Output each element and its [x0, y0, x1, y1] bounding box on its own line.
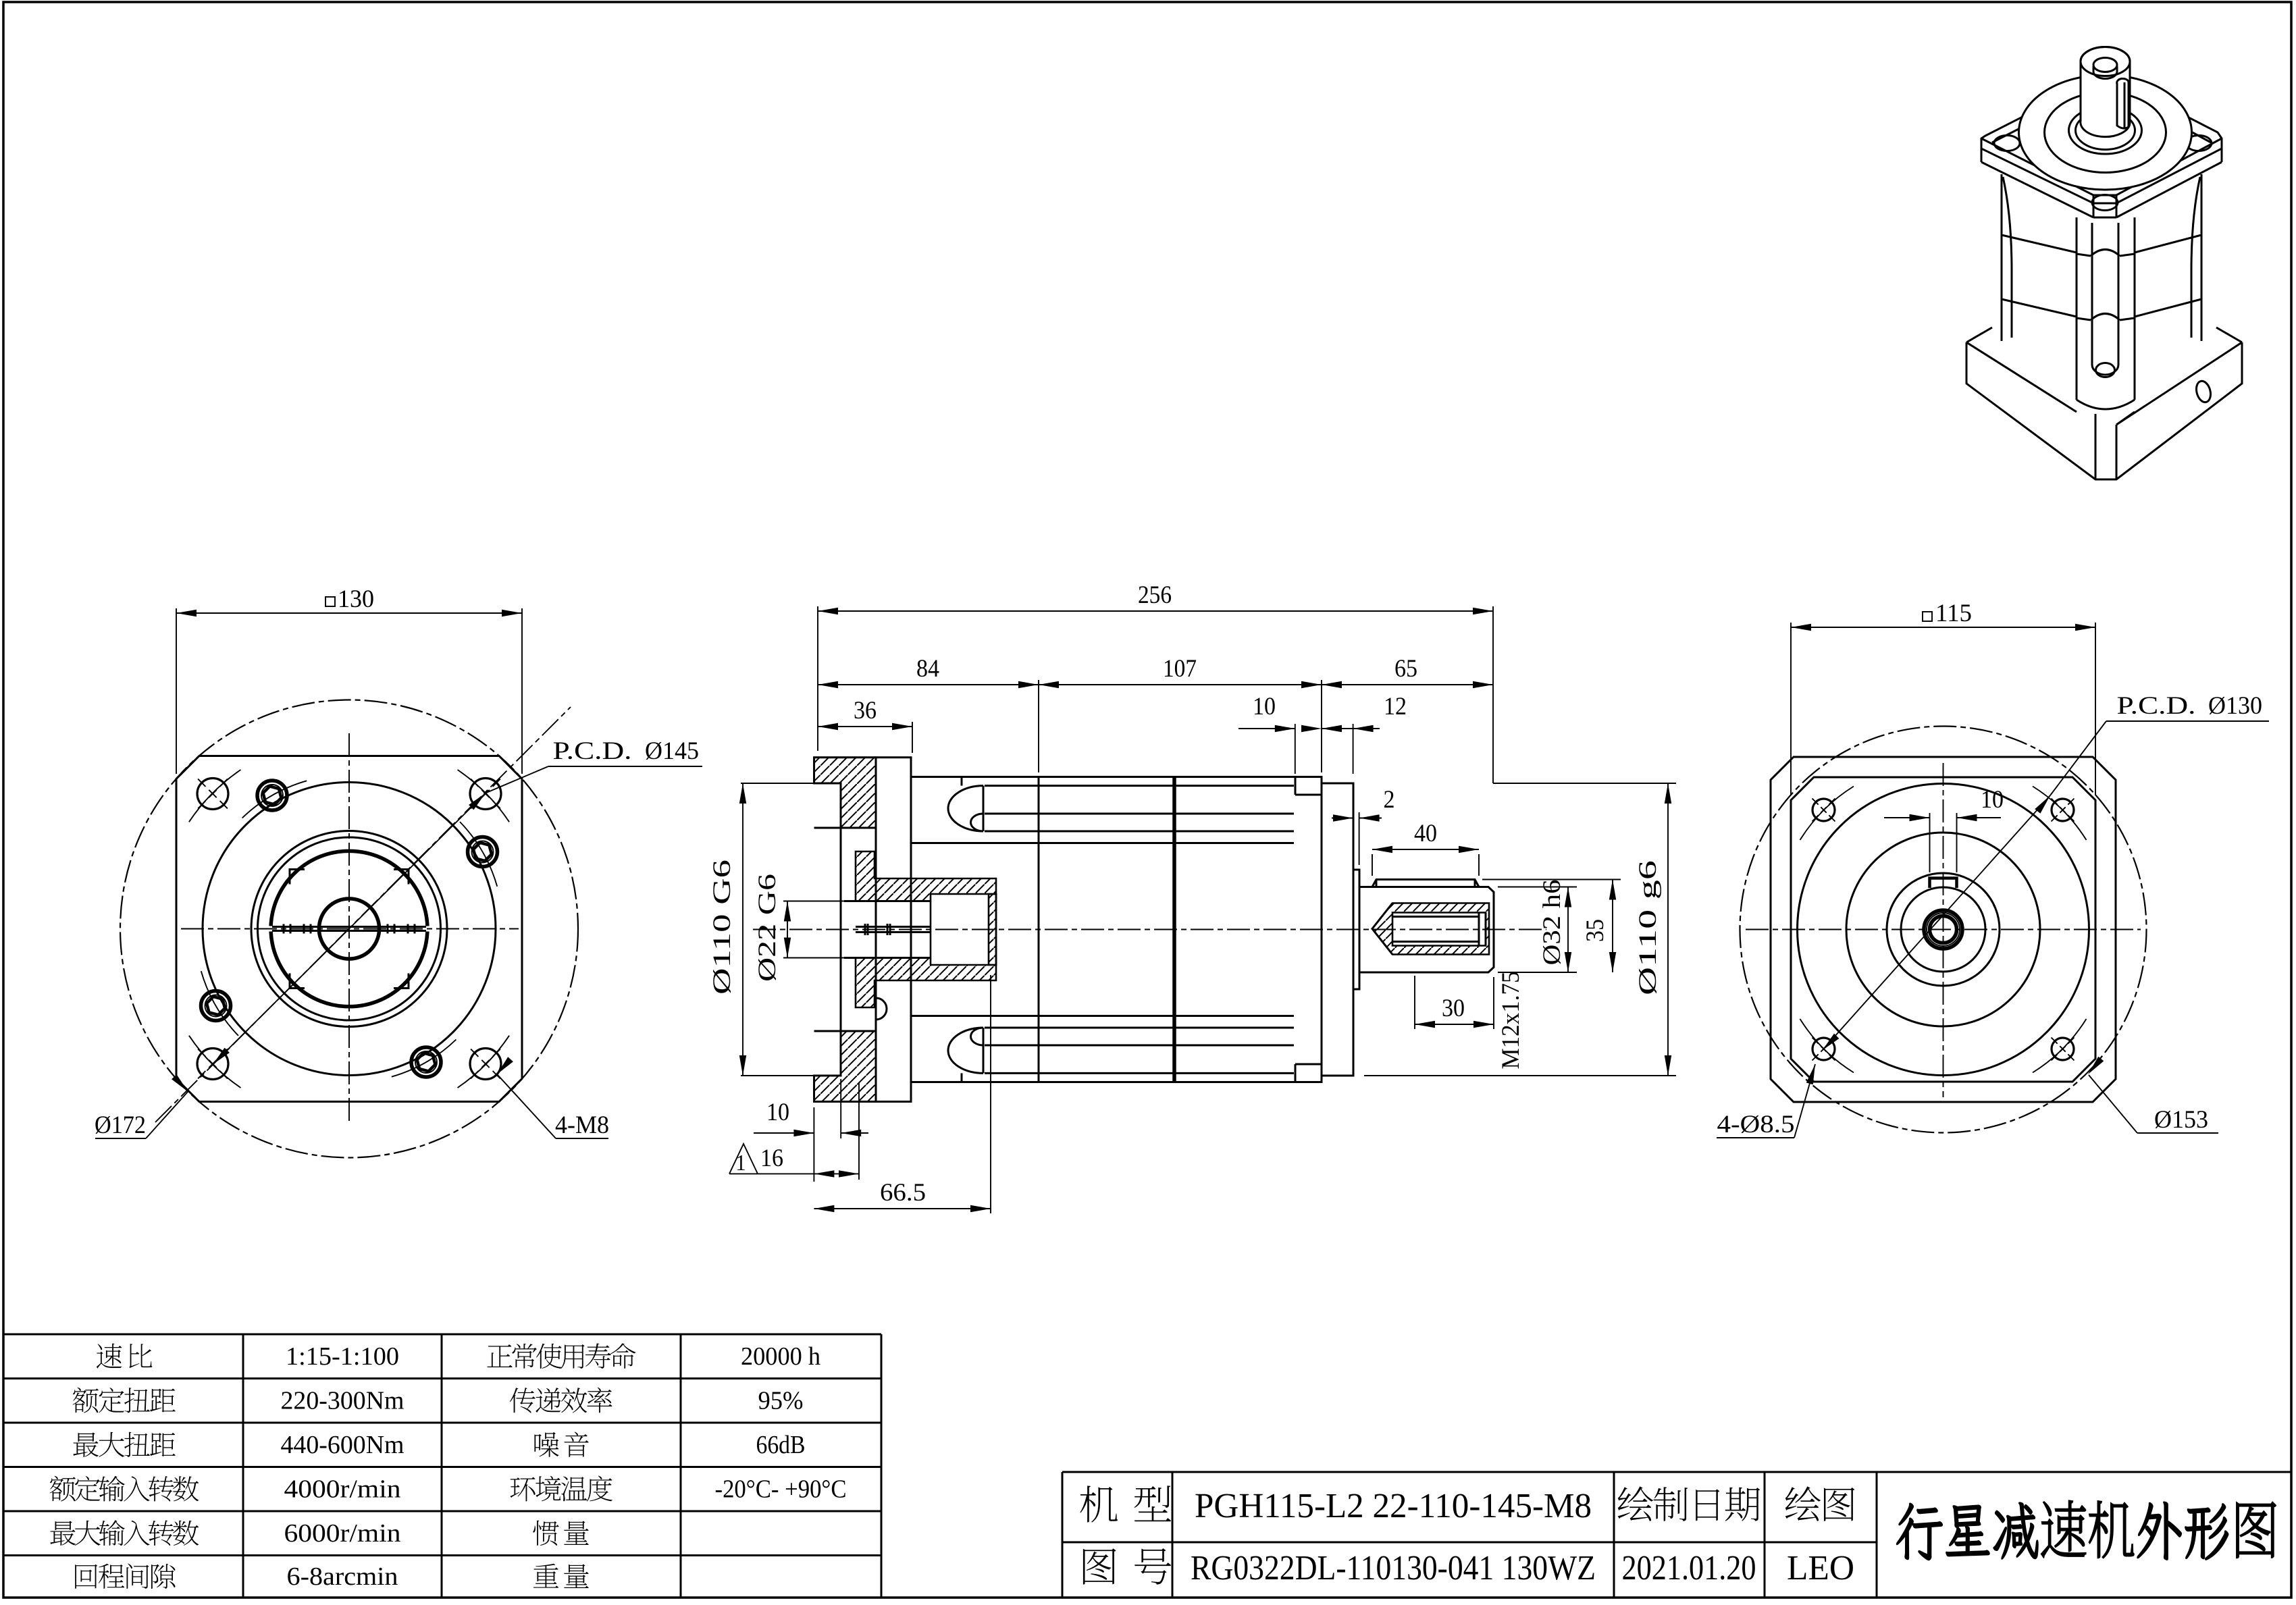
svg-text:65: 65 — [1394, 655, 1417, 683]
svg-text:30: 30 — [1442, 995, 1465, 1022]
svg-text:130: 130 — [338, 585, 374, 613]
svg-text:Ø32 h6: Ø32 h6 — [1538, 880, 1566, 966]
svg-text:4000r/min: 4000r/min — [284, 1475, 401, 1503]
svg-text:P.C.D.: P.C.D. — [553, 737, 632, 765]
svg-text:Ø153: Ø153 — [2154, 1106, 2208, 1134]
svg-text:35: 35 — [1582, 919, 1609, 942]
svg-text:115: 115 — [1935, 600, 1972, 627]
svg-text:10: 10 — [1981, 786, 2004, 814]
svg-text:220-300Nm: 220-300Nm — [281, 1386, 405, 1415]
svg-text:84: 84 — [916, 655, 939, 683]
svg-text:2: 2 — [1384, 786, 1395, 814]
svg-text:LEO: LEO — [1787, 1549, 1854, 1587]
svg-text:66dB: 66dB — [756, 1431, 806, 1459]
svg-text:66.5: 66.5 — [880, 1179, 926, 1207]
svg-text:4-Ø8.5: 4-Ø8.5 — [1717, 1111, 1795, 1138]
svg-text:36: 36 — [854, 697, 877, 725]
svg-text:40: 40 — [1414, 820, 1437, 847]
svg-text:Ø145: Ø145 — [645, 737, 699, 765]
svg-text:Ø130: Ø130 — [2208, 692, 2262, 720]
svg-text:95%: 95% — [758, 1386, 804, 1415]
svg-text:P.C.D.: P.C.D. — [2117, 692, 2196, 720]
svg-text:6-8arcmin: 6-8arcmin — [287, 1562, 398, 1591]
svg-text:RG0322DL-110130-041 130WZ: RG0322DL-110130-041 130WZ — [1191, 1549, 1596, 1587]
svg-text:6000r/min: 6000r/min — [284, 1519, 401, 1548]
svg-text:10: 10 — [766, 1099, 789, 1126]
svg-text:12: 12 — [1384, 693, 1407, 720]
svg-text:M12x1.75: M12x1.75 — [1497, 972, 1525, 1070]
svg-text:Ø22 G6: Ø22 G6 — [754, 874, 781, 982]
svg-text:Ø172: Ø172 — [95, 1111, 146, 1139]
svg-text:4-M8: 4-M8 — [555, 1111, 609, 1139]
svg-text:1: 1 — [736, 1151, 746, 1176]
svg-text:1:15-1:100: 1:15-1:100 — [286, 1342, 399, 1371]
svg-text:10: 10 — [1253, 693, 1276, 720]
svg-text:PGH115-L2 22-110-145-M8: PGH115-L2 22-110-145-M8 — [1195, 1487, 1592, 1525]
svg-text:440-600Nm: 440-600Nm — [281, 1431, 405, 1459]
svg-text:Ø110 G6: Ø110 G6 — [708, 860, 736, 995]
svg-text:107: 107 — [1163, 655, 1197, 683]
svg-text:256: 256 — [1138, 581, 1172, 609]
svg-text:2021.01.20: 2021.01.20 — [1622, 1549, 1756, 1587]
svg-text:-20°C- +90°C: -20°C- +90°C — [715, 1475, 847, 1503]
svg-text:Ø110 g6: Ø110 g6 — [1634, 860, 1662, 995]
svg-text:16: 16 — [760, 1144, 783, 1172]
svg-text:20000 h: 20000 h — [741, 1342, 820, 1371]
